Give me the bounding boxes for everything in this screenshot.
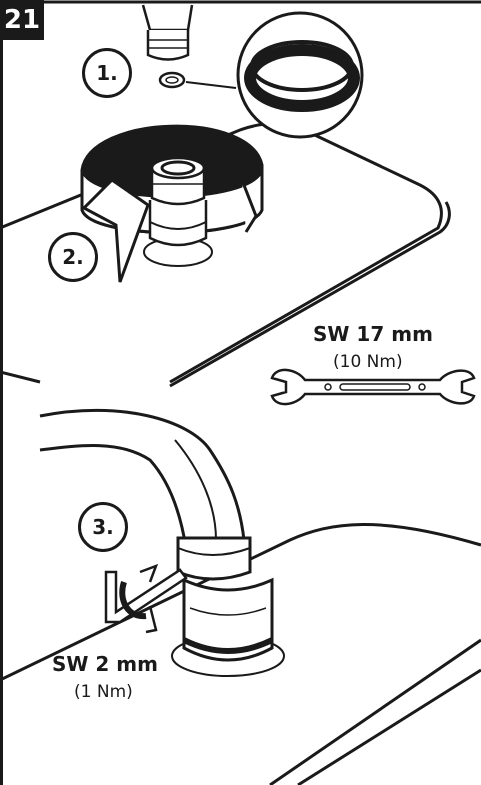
substep-1-label: 1. — [82, 48, 132, 98]
wrench-size-label: SW 17 mm — [313, 322, 433, 346]
substep-3-label: 3. — [78, 502, 128, 552]
hex-key-icon — [104, 563, 188, 634]
hex-key-torque-label: (1 Nm) — [74, 682, 133, 702]
open-end-wrench-icon — [270, 368, 476, 406]
hex-key-size-label: SW 2 mm — [52, 652, 158, 676]
substep-2-label: 2. — [48, 232, 98, 282]
step-number-badge: 21 — [0, 0, 44, 40]
bottom-panel — [0, 408, 481, 785]
wrench-torque-label: (10 Nm) — [333, 352, 403, 372]
top-panel — [0, 4, 451, 388]
